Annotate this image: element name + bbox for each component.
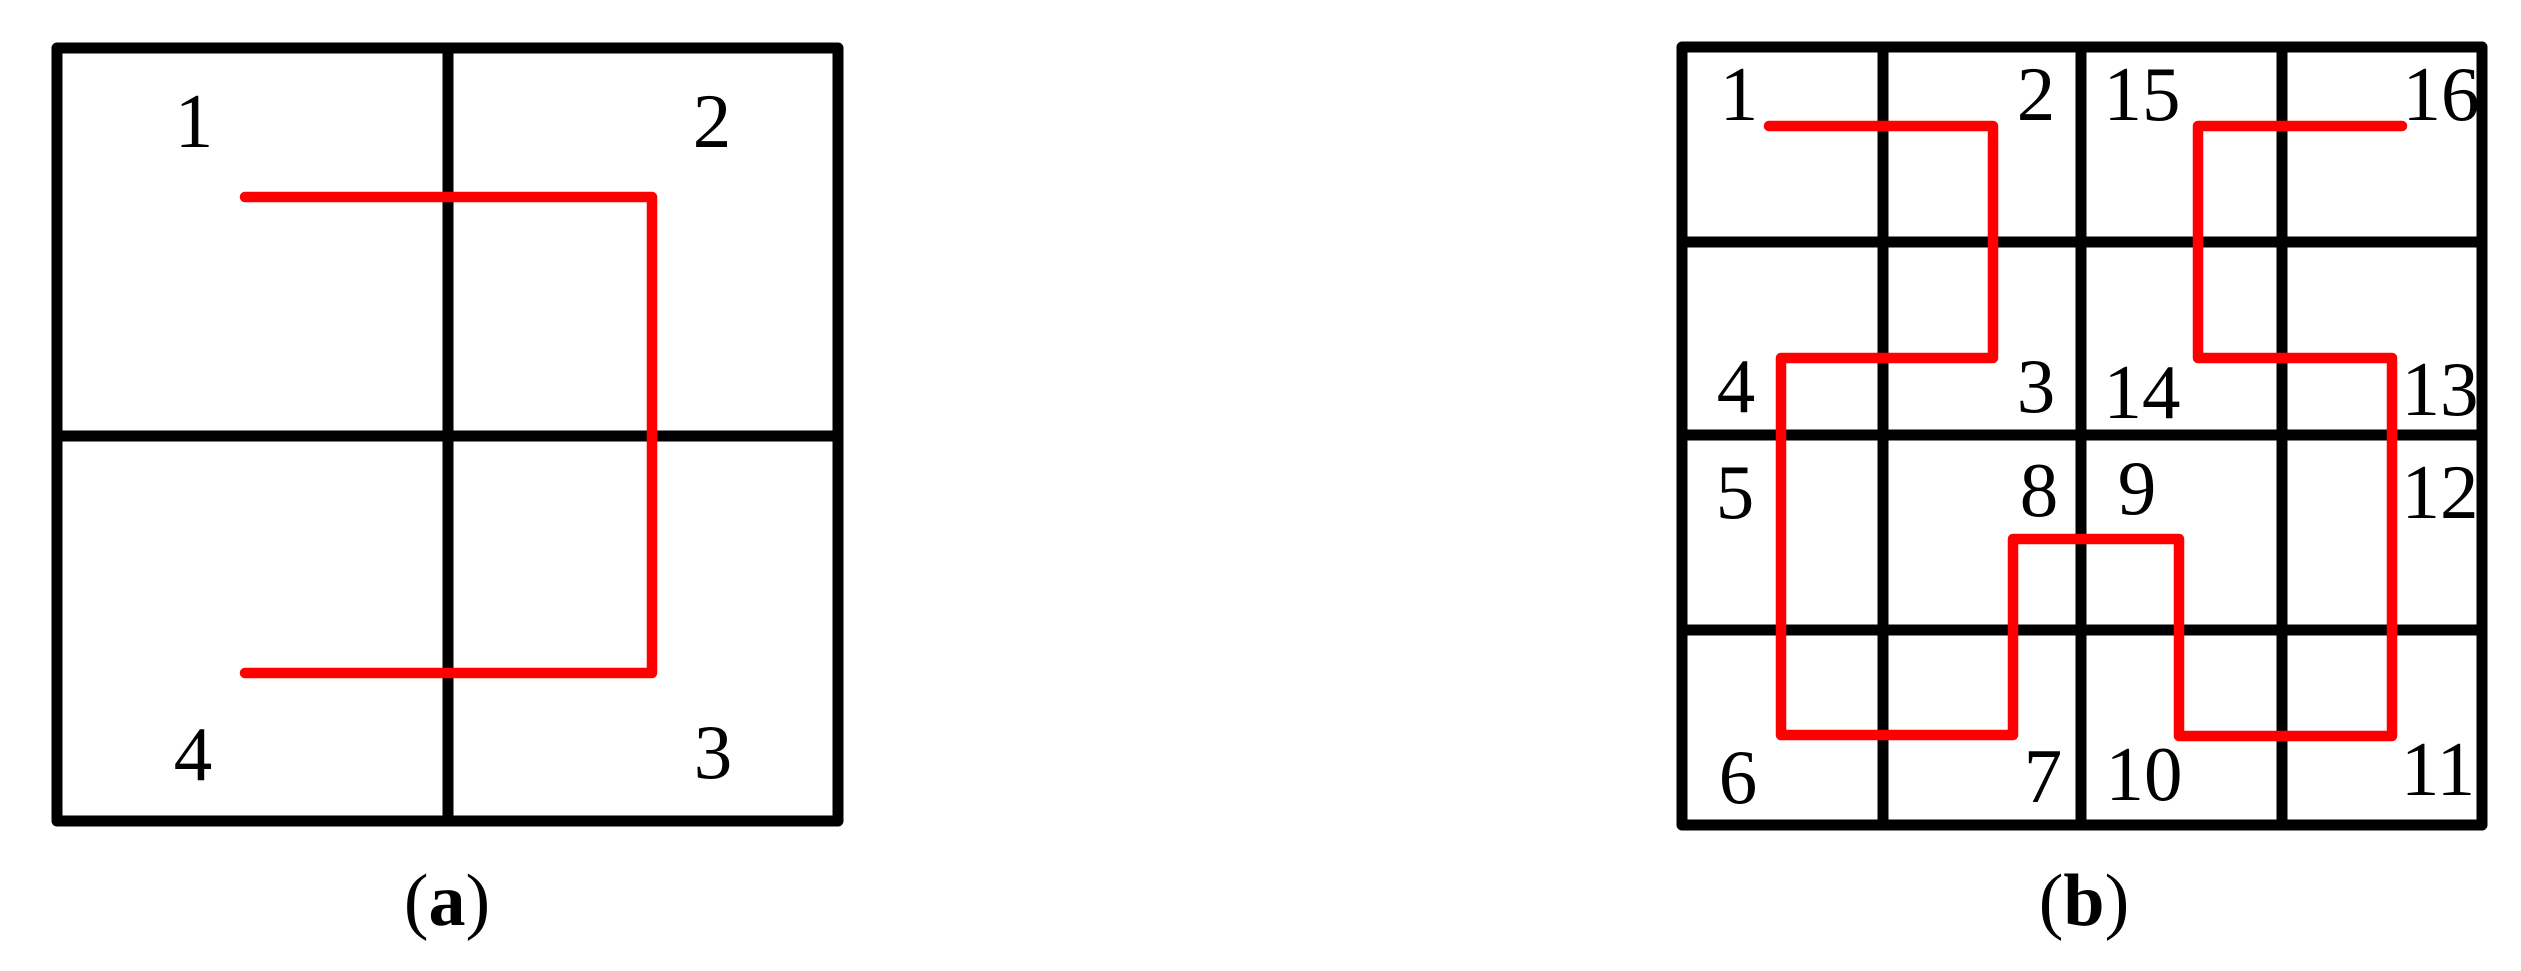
caption-letter: a [429,860,466,942]
cell-label: 4 [1717,343,1756,429]
caption-letter: b [2063,860,2104,942]
caption-open-paren: ( [2039,860,2064,942]
hilbert-curve-order-1 [239,191,658,679]
cell-label: 7 [2024,733,2063,819]
hilbert-curve-order-2 [1763,120,2408,742]
space-filling-curve-path [239,191,658,679]
cell-label: 5 [1716,449,1755,535]
cell-label: 2 [2017,51,2056,137]
cell-label: 1 [1720,51,1759,137]
cell-label: 14 [2104,349,2181,435]
caption-close-paren: ) [466,860,491,942]
cell-label: 16 [2403,51,2480,137]
cell-label: 3 [694,709,733,795]
cell-label: 12 [2402,449,2479,535]
caption-b: (b) [2039,860,2129,942]
caption-close-paren: ) [2105,860,2130,942]
caption-open-paren: ( [404,860,429,942]
caption-a: (a) [404,860,490,942]
cell-label: 10 [2106,731,2183,817]
cell-label: 11 [2401,726,2475,812]
grid-2x2 [51,42,844,827]
cell-label: 15 [2104,51,2181,137]
cell-label: 3 [2017,343,2056,429]
cell-label: 4 [174,711,213,797]
cell-label: 2 [693,78,732,164]
cell-label: 1 [175,78,214,164]
cell-label: 8 [2020,447,2059,533]
cell-labels: 1 2 3 4 [174,78,733,797]
panel-a: 1 2 3 4 (a) [51,42,844,942]
cell-label: 13 [2402,346,2479,432]
space-filling-curve-path [1763,120,2408,742]
cell-label: 9 [2118,445,2157,531]
cell-label: 6 [1719,734,1758,820]
grid-4x4 [1676,41,2488,831]
